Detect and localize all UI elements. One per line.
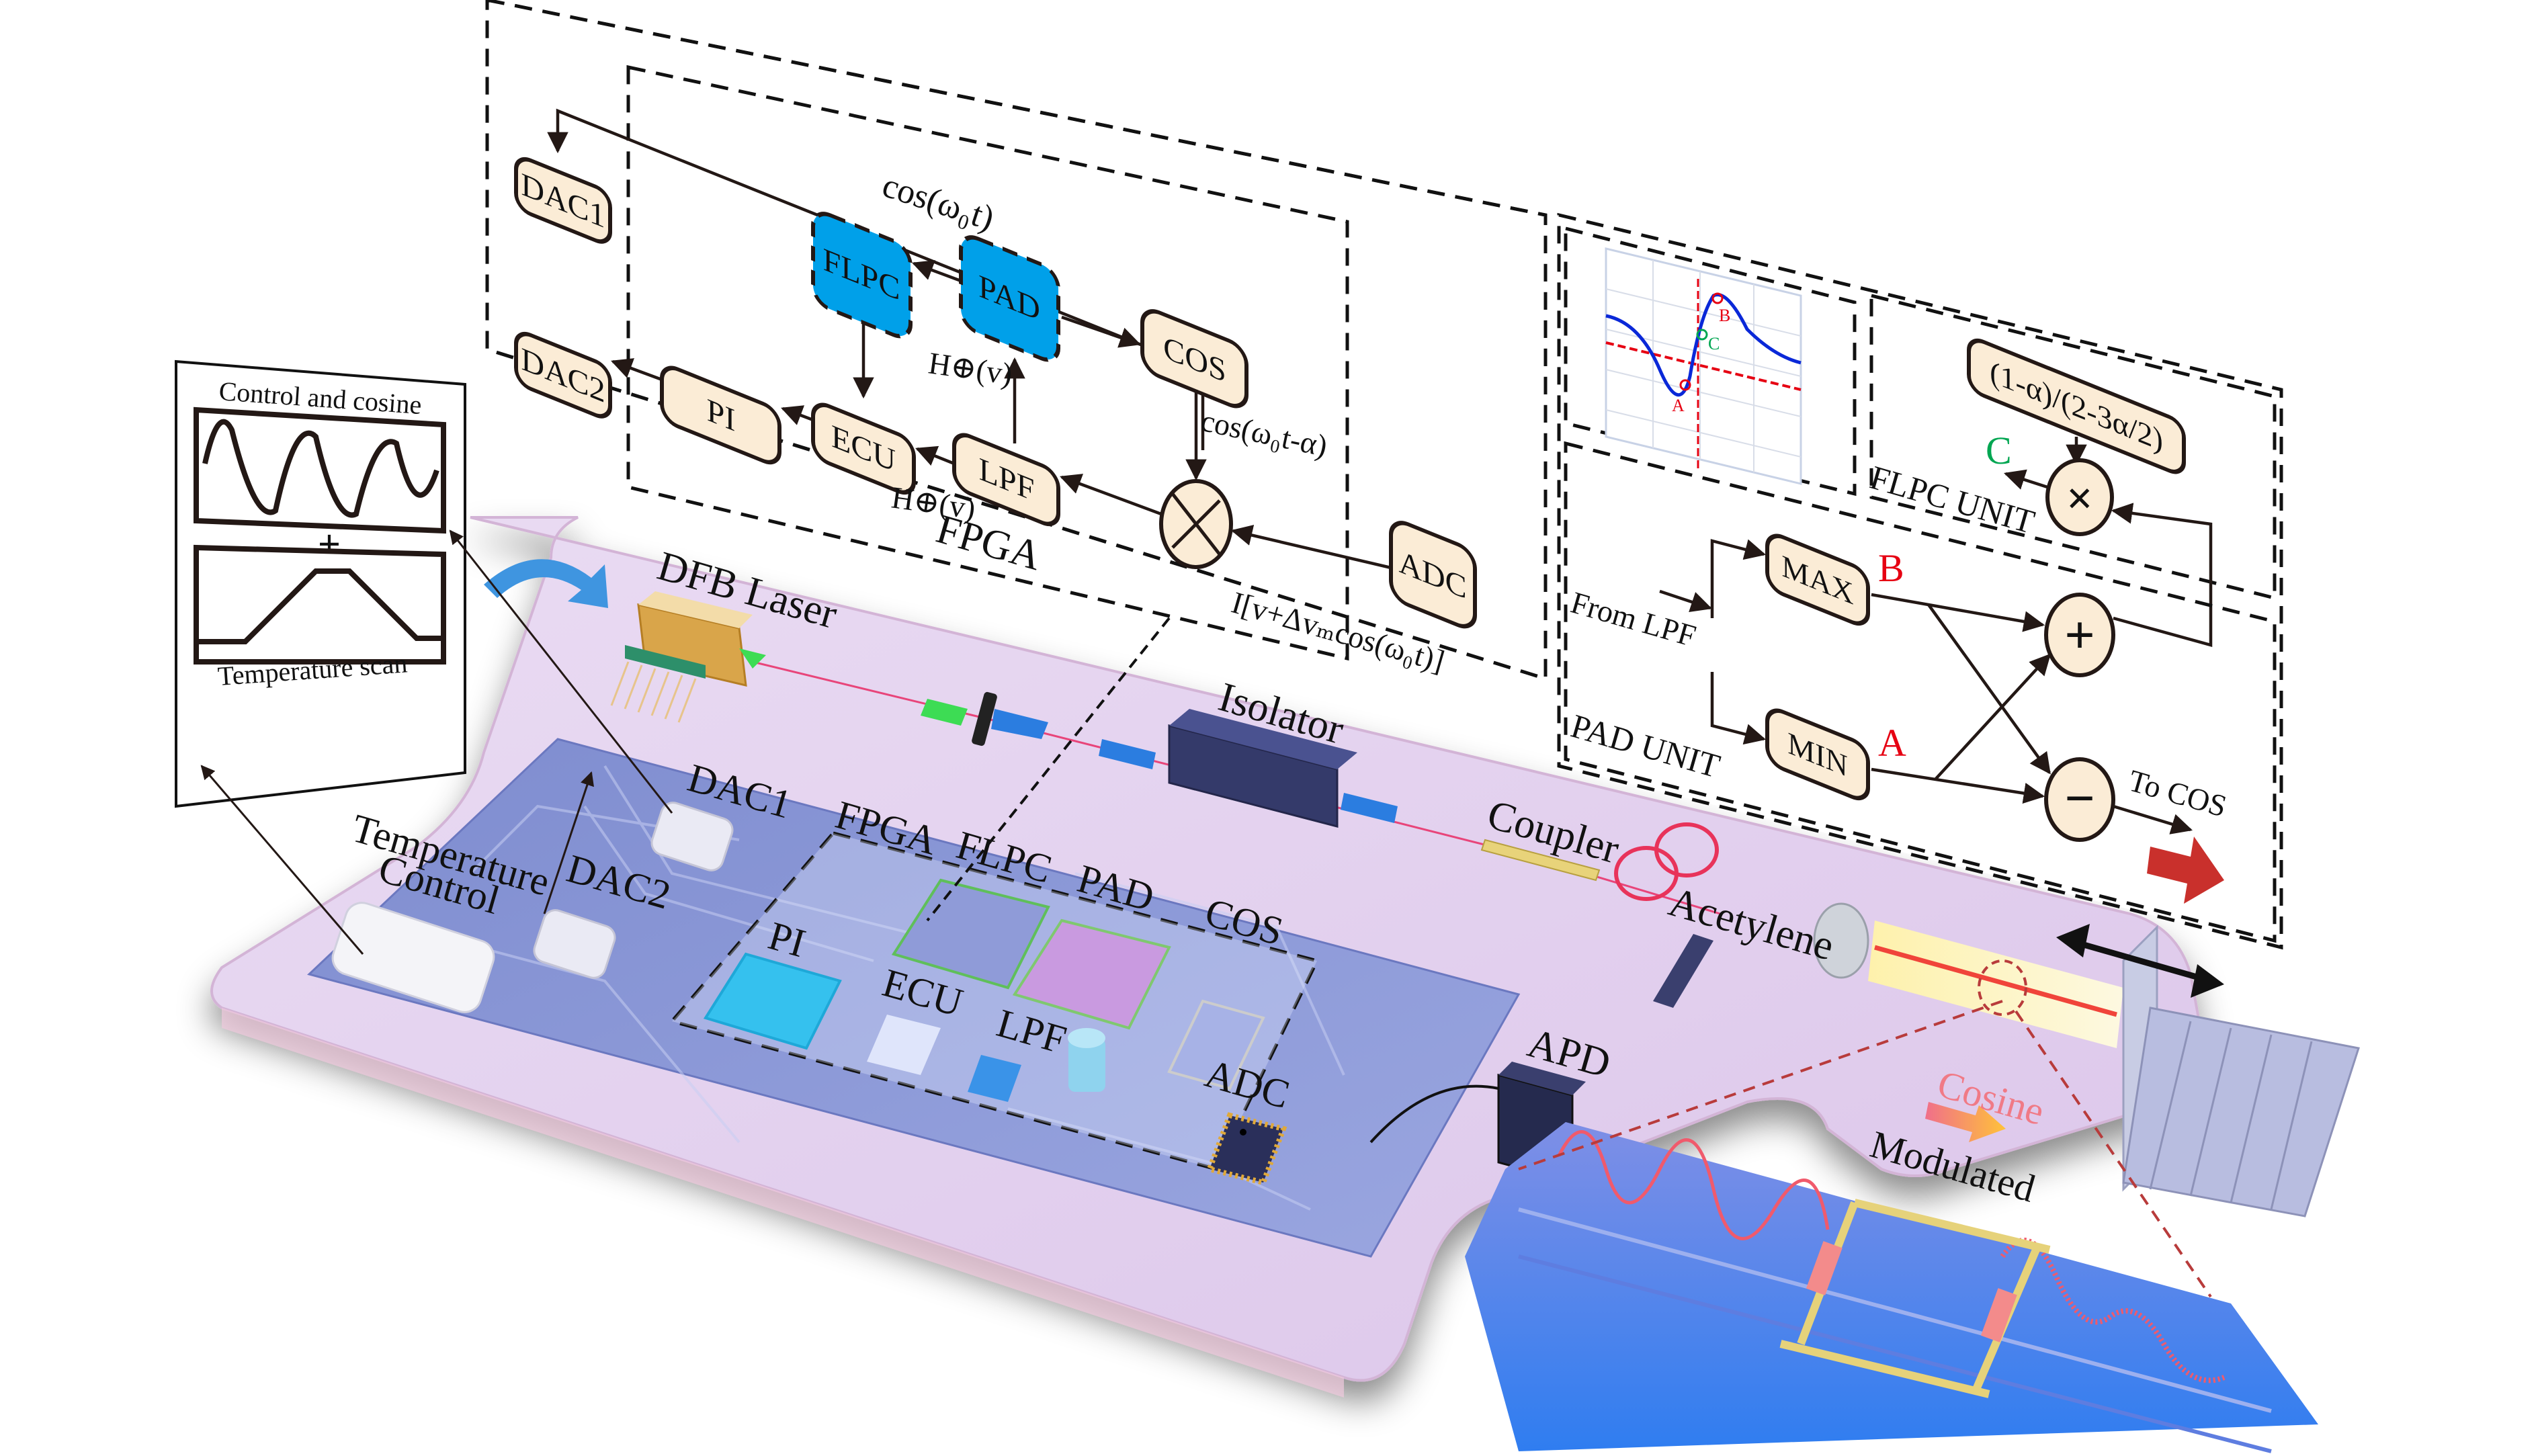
flpc-chip: [891, 878, 1050, 990]
svg-text:−: −: [2064, 769, 2095, 828]
flpc-multiply-icon: ×: [2045, 458, 2114, 536]
temperature-control-block: [331, 902, 495, 1013]
fpga-block-diagram: FPGA cos(ω₀t) DAC1 DAC2 PI ECU LPF: [485, 0, 1548, 922]
pi-chip: [703, 952, 842, 1050]
cosine-wave: [1557, 1130, 1830, 1240]
error-signal-plot: A B C: [1605, 247, 1802, 485]
acetylene-cell: [1813, 902, 2123, 1048]
pad-point-a: A: [1878, 721, 1906, 765]
fpga-region-box: [626, 65, 1349, 661]
circuit-board: [307, 738, 1521, 1258]
lpf-chip: [968, 1055, 1021, 1102]
adc-chip: [1205, 1112, 1287, 1186]
ecu-chip: [867, 1015, 941, 1075]
temperature-plot-frame: [194, 544, 446, 665]
cosine-waveform: [202, 419, 439, 518]
adder-icon: +: [2044, 593, 2115, 677]
plot-point-b: B: [1719, 306, 1730, 325]
double-arrow-icon: [2056, 924, 2224, 998]
red-arrow-icon: [2147, 837, 2224, 904]
fiber-connector: [921, 691, 1048, 746]
signal-plot-panel: [1564, 226, 1857, 497]
fiber-loop: [1614, 822, 1719, 901]
svg-text:×: ×: [2066, 473, 2093, 525]
block-cos: COS: [1140, 309, 1248, 409]
plot-point-c: C: [1708, 334, 1720, 353]
zero-line: [1605, 341, 1802, 391]
cos-chip: [1167, 999, 1265, 1090]
plot-point-a: A: [1672, 396, 1685, 415]
zoom-circle: [1978, 959, 2027, 1016]
block-lpf: LPF: [952, 433, 1060, 527]
plus-symbol: +: [318, 522, 341, 566]
svg-text:+: +: [2064, 606, 2095, 665]
processing-units-panel: A B C FLPC UNIT (1-α)/(2-3α/2) × C PAD U…: [1557, 212, 2283, 950]
block-min: MIN: [1765, 708, 1870, 801]
block-max: MAX: [1765, 533, 1870, 626]
lpf-capacitor: [1068, 1028, 1105, 1092]
flpc-output-c: C: [1986, 429, 2012, 472]
pad-chip: [1012, 918, 1171, 1030]
mixer-multiply-icon: [1159, 479, 1233, 569]
coupler: [1480, 839, 1601, 882]
pad-point-b: B: [1878, 546, 1904, 590]
dac1-block: [650, 802, 734, 871]
block-adc: ADC: [1389, 521, 1477, 629]
temperature-waveform: [198, 568, 443, 644]
pad-unit-panel: [1564, 441, 2277, 943]
block-pi: PI: [660, 366, 781, 465]
isolator: [1099, 709, 1398, 828]
block-ecu: ECU: [811, 402, 916, 495]
block-pad: PAD: [959, 235, 1060, 362]
dfb-laser: [610, 591, 766, 723]
cosine-to-modulated-arrow-icon: [1925, 1102, 2006, 1142]
modulated-wave: [2000, 1238, 2226, 1383]
cosine-plot-frame: [194, 406, 446, 534]
translation-stage: [2122, 925, 2360, 1217]
subtractor-icon: −: [2044, 757, 2115, 842]
block-flpc: FLPC: [811, 212, 913, 339]
control-signal-panel: Control and cosine + Temperature scan: [175, 359, 673, 955]
curved-arrow-icon: [484, 559, 608, 608]
dac2-block: [533, 909, 616, 979]
